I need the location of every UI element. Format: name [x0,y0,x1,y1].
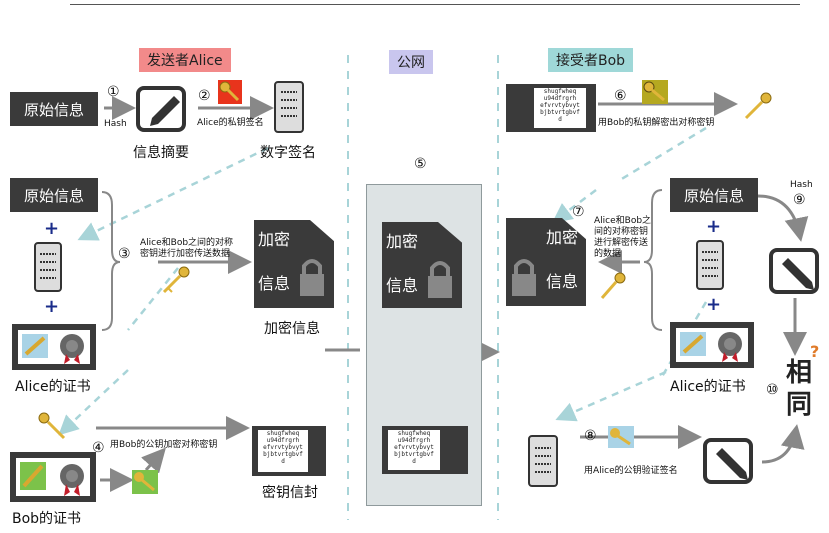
original-info-box-1: 原始信息 [10,92,98,126]
alice-certificate-icon [12,324,96,370]
question-icon: ? [810,342,820,361]
pencil-icon [702,436,758,488]
step-2: ② [198,88,211,104]
dash-to-decrypt [552,189,597,223]
step-3: ③ [118,246,131,262]
alice-cert-label: Alice的证书 [15,379,91,395]
hash-label: Hash [104,119,127,129]
key-icon [132,470,158,494]
key-envelope-icon: shugfwheq u94dfrgrh efvrvtybvyt bjbtvrtg… [382,426,468,474]
bob-private-decrypt-label: 用Bob的私钥解密出对称密钥 [598,118,715,128]
encrypt-text: 加密 [386,232,419,251]
original-info-box-3: 原始信息 [670,178,758,212]
arrow-up-key [141,447,166,474]
original-info-box-2: 原始信息 [10,178,98,212]
hash-label: Hash [790,180,813,190]
step-10: ⑩ [766,382,779,398]
alice-certificate-icon [670,322,754,368]
scroll-icon [526,432,560,490]
plus-icon: + [706,294,722,315]
info-text: 信息 [386,276,419,295]
brace-right [643,189,663,331]
step-5: ⑤ [414,156,427,172]
encrypted-info-icon: 加密 信息 [506,218,586,306]
key-icon [608,426,634,448]
dash-to-verify [555,370,667,422]
step-9: ⑨ [793,192,806,208]
key-text: shugfwheq u94dfrgrh efvrvtybvyt bjbtvrtg… [534,88,586,128]
plus-icon: + [706,216,722,237]
encrypted-info-label: 加密信息 [264,321,320,337]
pencil-icon [136,84,188,134]
public-header: 公网 [389,50,433,74]
key-envelope-label: 密钥信封 [262,485,318,501]
bob-pub-encrypt-label: 用Bob的公钥加密对称密钥 [110,440,218,450]
alice-cert-label: Alice的证书 [670,379,746,395]
step-1: ① [107,84,120,100]
step-7: ⑦ [572,204,585,220]
bob-certificate-icon [10,452,96,502]
scroll-icon [694,238,726,292]
scroll-icon [272,78,306,136]
encrypted-info-icon: 加密 信息 [382,222,462,308]
key-envelope-icon: shugfwheq u94dfrgrh efvrvtybvyt bjbtvrtg… [252,426,326,476]
key-icon [160,266,190,296]
sym-key-note: Alice和Bob之间的对称 密钥进行加密传送数据 [140,238,234,259]
key-icon [38,412,68,442]
alice-pub-verify-label: 用Alice的公钥验证签名 [584,466,678,476]
info-text: 信息 [546,272,579,291]
bob-cert-label: Bob的证书 [12,511,82,527]
plus-icon: + [44,296,60,317]
digest-label: 信息摘要 [133,145,189,161]
arrow-hash-recv [757,194,809,242]
encrypt-text: 加密 [258,230,291,249]
receiver-header: 接受者Bob [548,48,634,72]
key-text: shugfwheq u94dfrgrh efvrvtybvyt bjbtvrtg… [388,430,440,470]
info-text: 信息 [258,274,291,293]
pencil-icon [768,246,822,298]
key-icon [742,92,772,122]
key-icon [218,80,242,104]
same-char-1: 相 [786,358,813,388]
key-icon [598,272,626,302]
key-envelope-icon: shugfwheq u94dfrgrh efvrvtybvyt bjbtvrtg… [506,84,596,132]
scroll-icon [32,240,64,294]
arrow-to-same-bottom [761,424,805,464]
brace-left [101,191,121,331]
sender-header: 发送者Alice [139,48,231,72]
encrypted-info-icon: 加密 信息 [254,220,334,308]
encrypt-text: 加密 [546,228,579,247]
step-6: ⑥ [614,88,627,104]
recv-sym-note: Alice和Bob之 间的对称密钥 进行解密传送 的数据 [594,216,652,259]
dash-recv-key [619,126,707,182]
key-icon [642,80,668,104]
top-divider [70,4,800,5]
same-char-2: 同 [786,390,813,420]
key-text: shugfwheq u94dfrgrh efvrvtybvyt bjbtvrtg… [258,430,308,472]
dash-key-down [127,267,179,331]
signature-label: 数字签名 [260,145,316,161]
plus-icon: + [44,218,60,239]
alice-private-sign-label: Alice的私钥签名 [197,118,264,128]
dash-to-bob-key [58,369,129,436]
step-8: ⑧ [584,428,597,444]
